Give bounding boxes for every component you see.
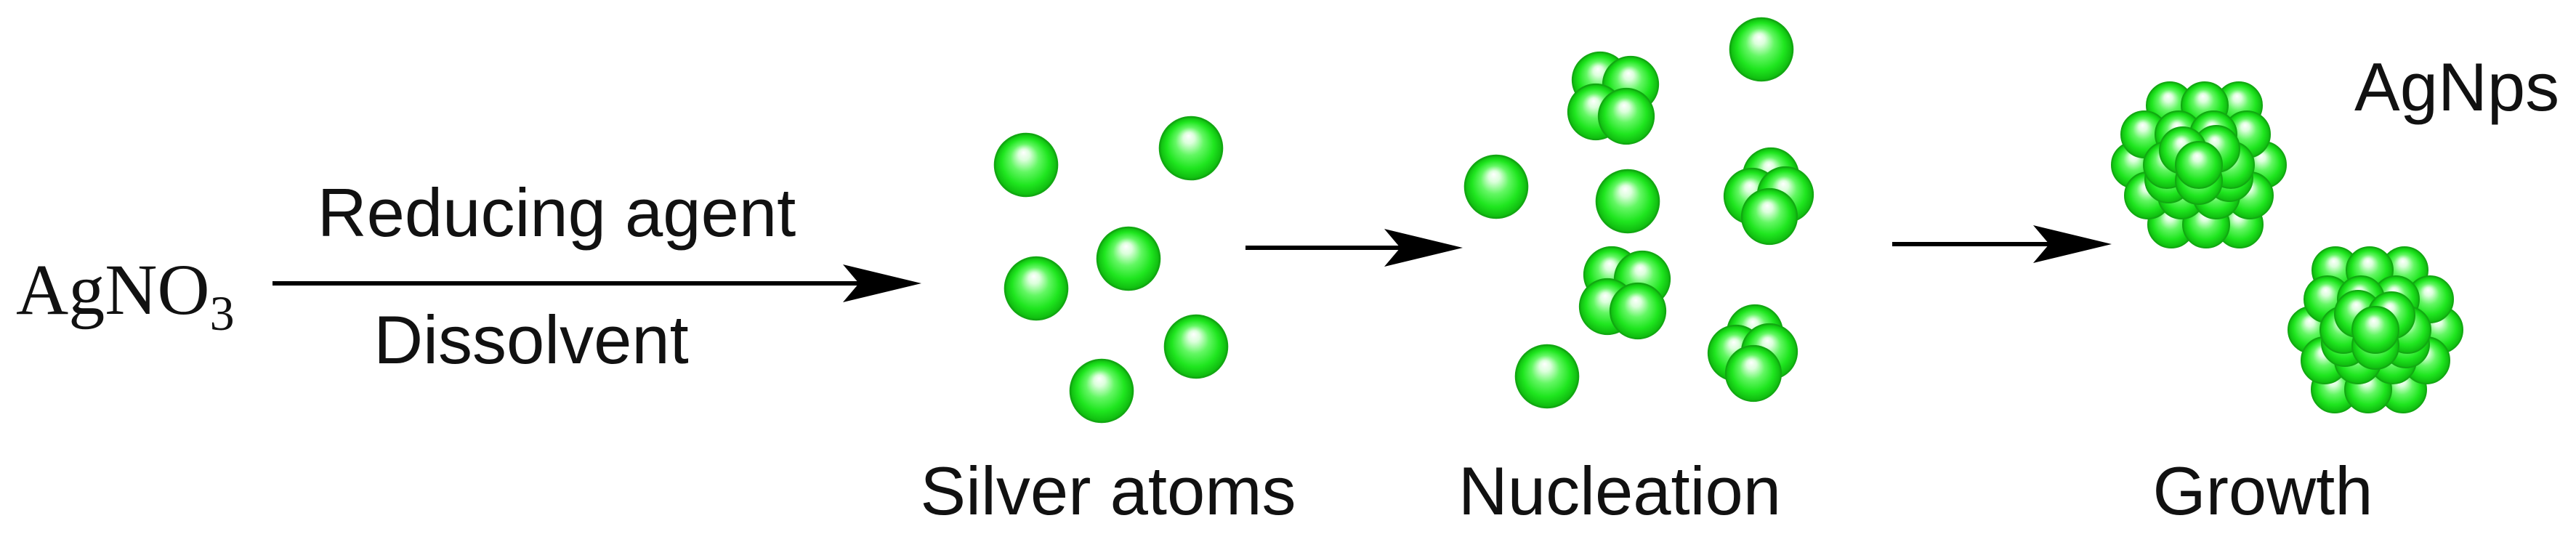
- silver-atom: [1514, 344, 1580, 409]
- silver-atom: [1463, 154, 1529, 219]
- silver-atom: [1729, 17, 1794, 82]
- reactant-formula-subscript: 3: [210, 286, 235, 341]
- silver-nanoparticle: [2111, 81, 2287, 248]
- arrow-head: [843, 264, 921, 302]
- silver-atom: [1069, 358, 1134, 424]
- stage-label-nucleation: Nucleation: [1458, 453, 1781, 529]
- reaction-arrow: [272, 264, 921, 302]
- cluster-sphere: [1724, 344, 1782, 403]
- reactant-formula: AgNO3: [16, 249, 235, 341]
- condition-below-arrow: Dissolvent: [374, 302, 689, 378]
- nucleus-cluster: [1723, 147, 1814, 246]
- arrow-head: [2033, 225, 2112, 263]
- cluster-sphere: [1597, 87, 1655, 145]
- arrow-head: [1384, 229, 1463, 267]
- silver-atom: [993, 132, 1059, 198]
- nucleation-group: [1463, 17, 1814, 409]
- growth-group: [2111, 81, 2463, 413]
- stage-arrow: [1892, 225, 2112, 263]
- nucleus-cluster: [1578, 246, 1671, 340]
- cluster-sphere: [1740, 187, 1798, 246]
- product-label: AgNps: [2354, 49, 2559, 125]
- silver-atom: [1096, 226, 1161, 291]
- cluster-sphere: [1609, 282, 1667, 340]
- silver-atom: [1595, 169, 1660, 234]
- reactant-formula-main: AgNO: [16, 249, 210, 330]
- silver-atom: [1163, 314, 1229, 379]
- nanoparticle-sphere: [2351, 306, 2399, 354]
- silver-nanoparticle: [2288, 246, 2463, 413]
- silver-atoms-group: [993, 116, 1229, 424]
- stage-label-growth: Growth: [2153, 453, 2373, 529]
- condition-above-arrow: Reducing agent: [318, 174, 796, 251]
- stage-arrow: [1245, 229, 1463, 267]
- silver-atom: [1004, 256, 1069, 321]
- nucleus-cluster: [1567, 51, 1660, 145]
- nucleus-cluster: [1707, 304, 1798, 403]
- nanoparticle-sphere: [2175, 141, 2223, 189]
- stage-label-silver-atoms: Silver atoms: [920, 453, 1296, 529]
- silver-atom: [1158, 116, 1224, 181]
